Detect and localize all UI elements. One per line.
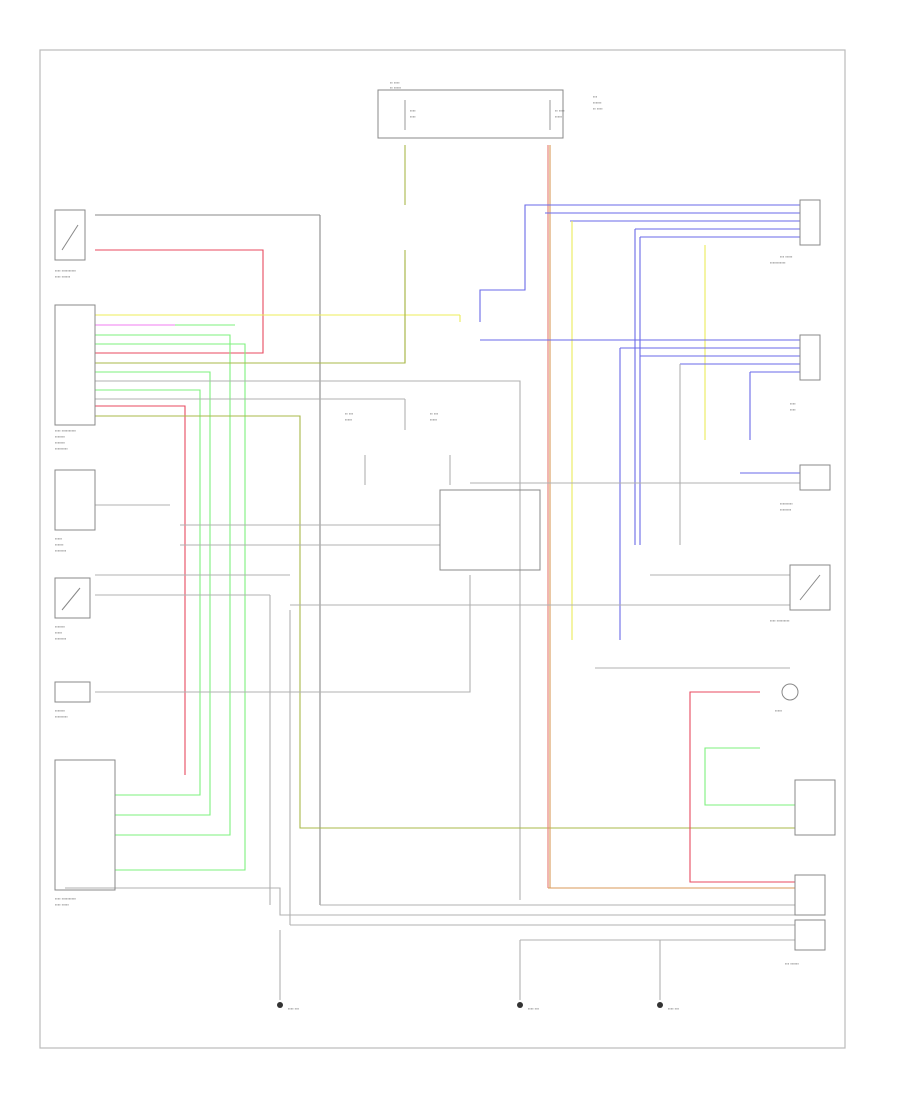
svg-text:▪▪▪▪▪: ▪▪▪▪▪ bbox=[55, 536, 63, 541]
svg-text:▪▪▪▪▪▪▪▪▪: ▪▪▪▪▪▪▪▪▪ bbox=[780, 501, 793, 506]
diagram-border bbox=[39, 49, 846, 1049]
svg-text:▪▪▪▪▪: ▪▪▪▪▪ bbox=[345, 417, 353, 422]
svg-text:▪▪▪▪: ▪▪▪▪ bbox=[410, 114, 416, 119]
connector-right-2: ▪▪▪▪ ▪▪▪▪ bbox=[790, 334, 821, 412]
switch-right: ▪▪▪▪ ▪▪▪▪▪▪▪▪▪ bbox=[770, 564, 831, 623]
connector-right-3: ▪▪▪▪▪▪▪▪▪ ▪▪▪▪▪▪▪▪ bbox=[780, 464, 831, 512]
wire-grey-sw-4 bbox=[95, 575, 471, 693]
svg-text:▪▪▪▪ ▪▪▪▪▪▪: ▪▪▪▪ ▪▪▪▪▪▪ bbox=[55, 274, 71, 279]
svg-text:▪▪▪▪ ▪▪▪▪▪: ▪▪▪▪ ▪▪▪▪▪ bbox=[55, 902, 69, 907]
svg-text:▪▪▪▪: ▪▪▪▪ bbox=[790, 407, 796, 412]
wire-green-1 bbox=[95, 334, 231, 836]
svg-text:▪▪▪▪ ▪▪▪▪▪▪▪▪▪▪: ▪▪▪▪ ▪▪▪▪▪▪▪▪▪▪ bbox=[55, 268, 77, 273]
motor-right: ▪▪▪▪▪ bbox=[775, 683, 799, 713]
svg-text:▪▪▪▪: ▪▪▪▪ bbox=[410, 108, 416, 113]
svg-text:▪▪▪▪ ▪▪▪: ▪▪▪▪ ▪▪▪ bbox=[288, 1006, 300, 1011]
svg-text:▪▪▪▪▪: ▪▪▪▪▪ bbox=[430, 417, 438, 422]
wire-red-2 bbox=[95, 405, 186, 775]
svg-text:▪▪▪▪ ▪▪▪▪▪▪▪▪▪▪: ▪▪▪▪ ▪▪▪▪▪▪▪▪▪▪ bbox=[55, 428, 77, 433]
ground-1: ▪▪▪▪ ▪▪▪ bbox=[277, 1002, 300, 1011]
connector-right-4 bbox=[794, 779, 836, 836]
svg-text:▪▪▪▪▪▪▪▪▪: ▪▪▪▪▪▪▪▪▪ bbox=[55, 446, 68, 451]
svg-text:▪▪▪▪▪▪▪▪: ▪▪▪▪▪▪▪▪ bbox=[55, 548, 67, 553]
svg-text:▪▪▪▪▪▪: ▪▪▪▪▪▪ bbox=[593, 100, 602, 105]
svg-text:▪▪ ▪▪▪: ▪▪ ▪▪▪ bbox=[430, 411, 439, 416]
wire-olive-1 bbox=[95, 260, 406, 364]
svg-text:▪▪▪▪▪: ▪▪▪▪▪ bbox=[775, 708, 783, 713]
ground-3: ▪▪▪▪ ▪▪▪ bbox=[657, 1002, 680, 1011]
svg-text:▪▪▪▪ ▪▪▪: ▪▪▪▪ ▪▪▪ bbox=[668, 1006, 680, 1011]
control-module-connector: ▪▪▪▪ ▪▪▪▪▪▪▪▪▪▪ ▪▪▪▪▪▪▪ ▪▪▪▪▪▪▪ ▪▪▪▪▪▪▪▪… bbox=[54, 304, 96, 451]
svg-text:▪▪▪▪: ▪▪▪▪ bbox=[790, 401, 796, 406]
svg-text:▪▪▪ ▪▪▪▪▪▪: ▪▪▪ ▪▪▪▪▪▪ bbox=[785, 961, 799, 966]
svg-text:▪▪▪▪ ▪▪▪▪▪▪▪▪▪: ▪▪▪▪ ▪▪▪▪▪▪▪▪▪ bbox=[770, 618, 790, 623]
svg-text:▪▪▪▪▪▪▪: ▪▪▪▪▪▪▪ bbox=[55, 624, 66, 629]
svg-text:▪▪▪: ▪▪▪ bbox=[593, 94, 598, 99]
sensor-component: ▪▪▪▪▪ ▪▪▪▪▪▪ ▪▪▪▪▪▪▪▪ bbox=[54, 469, 96, 553]
svg-text:▪▪▪▪▪▪▪: ▪▪▪▪▪▪▪ bbox=[55, 708, 66, 713]
wire-green-2 bbox=[95, 343, 246, 871]
svg-text:▪▪▪▪▪: ▪▪▪▪▪ bbox=[555, 114, 563, 119]
wire-green-4 bbox=[95, 389, 201, 796]
svg-text:▪▪ ▪▪▪▪: ▪▪ ▪▪▪▪ bbox=[390, 80, 400, 85]
wire-green-3 bbox=[95, 371, 211, 816]
svg-text:▪▪▪▪ ▪▪▪▪▪▪▪▪▪▪: ▪▪▪▪ ▪▪▪▪▪▪▪▪▪▪ bbox=[55, 896, 77, 901]
switch-top-left: ▪▪▪▪ ▪▪▪▪▪▪▪▪▪▪ ▪▪▪▪ ▪▪▪▪▪▪ bbox=[54, 209, 86, 279]
svg-text:▪▪▪▪▪: ▪▪▪▪▪ bbox=[55, 630, 63, 635]
wire-blue-1 bbox=[479, 204, 800, 322]
svg-text:▪▪ ▪▪▪: ▪▪ ▪▪▪ bbox=[345, 411, 354, 416]
center-relay: ▪▪ ▪▪▪ ▪▪▪▪▪ ▪▪ ▪▪▪ ▪▪▪▪▪ bbox=[345, 411, 541, 571]
ground-2: ▪▪▪▪ ▪▪▪ bbox=[517, 1002, 540, 1011]
fuse-block: ▪▪ ▪▪▪▪ ▪▪ ▪▪▪▪▪ ▪▪▪▪ ▪▪▪▪ ▪▪ ▪▪▪▪ ▪▪▪▪▪… bbox=[377, 80, 603, 139]
control-switch: ▪▪▪▪▪▪▪ ▪▪▪▪▪▪▪▪▪ bbox=[54, 681, 91, 719]
svg-text:▪▪▪▪▪▪▪▪▪▪▪: ▪▪▪▪▪▪▪▪▪▪▪ bbox=[770, 260, 786, 265]
connector-right-1: ▪▪▪ ▪▪▪▪▪ ▪▪▪▪▪▪▪▪▪▪▪ bbox=[770, 199, 821, 265]
svg-text:▪▪▪▪▪▪: ▪▪▪▪▪▪ bbox=[55, 542, 64, 547]
wire-green-right bbox=[704, 747, 795, 806]
svg-text:▪▪▪▪▪▪▪: ▪▪▪▪▪▪▪ bbox=[55, 434, 66, 439]
svg-text:▪▪▪▪▪▪▪▪▪: ▪▪▪▪▪▪▪▪▪ bbox=[55, 714, 68, 719]
svg-text:▪▪ ▪▪▪▪▪: ▪▪ ▪▪▪▪▪ bbox=[390, 85, 402, 90]
connector-right-5 bbox=[794, 874, 826, 916]
wire-red-right bbox=[689, 691, 795, 883]
wire-grey-1 bbox=[95, 380, 521, 900]
svg-text:▪▪▪▪▪▪▪▪: ▪▪▪▪▪▪▪▪ bbox=[780, 507, 792, 512]
position-switch: ▪▪▪▪▪▪▪ ▪▪▪▪▪ ▪▪▪▪▪▪▪▪ bbox=[54, 577, 91, 641]
svg-text:▪▪▪▪▪▪▪: ▪▪▪▪▪▪▪ bbox=[55, 440, 66, 445]
svg-text:▪▪▪ ▪▪▪▪▪: ▪▪▪ ▪▪▪▪▪ bbox=[780, 254, 793, 259]
wire-grey-bottom-1 bbox=[65, 887, 795, 916]
svg-text:▪▪ ▪▪▪▪: ▪▪ ▪▪▪▪ bbox=[593, 106, 603, 111]
svg-text:▪▪▪▪ ▪▪▪: ▪▪▪▪ ▪▪▪ bbox=[528, 1006, 540, 1011]
svg-text:▪▪ ▪▪▪▪: ▪▪ ▪▪▪▪ bbox=[555, 108, 565, 113]
wire-red-top bbox=[95, 249, 264, 354]
svg-text:▪▪▪▪▪▪▪▪: ▪▪▪▪▪▪▪▪ bbox=[55, 636, 67, 641]
bottom-left-switch: ▪▪▪▪ ▪▪▪▪▪▪▪▪▪▪ ▪▪▪▪ ▪▪▪▪▪ bbox=[54, 759, 116, 907]
connector-right-6: ▪▪▪ ▪▪▪▪▪▪ bbox=[785, 919, 826, 966]
